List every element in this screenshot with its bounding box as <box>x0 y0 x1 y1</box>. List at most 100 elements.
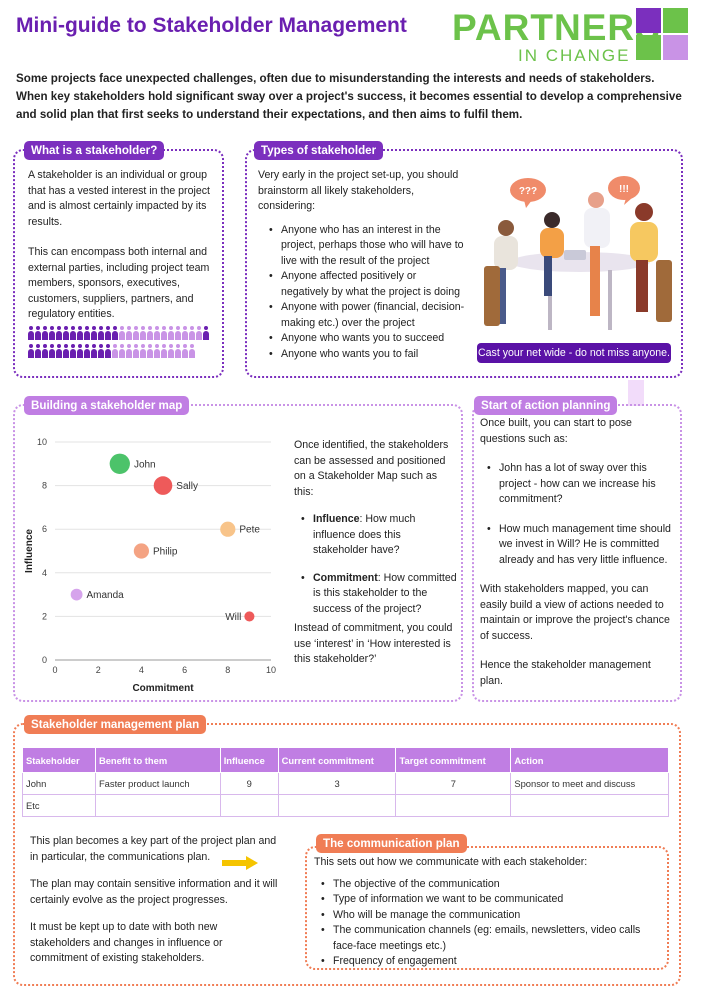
stakeholder-map-box <box>13 404 463 702</box>
bubble-question-text: ??? <box>519 186 537 197</box>
logo-square-1 <box>636 8 661 33</box>
x-tick-label: 10 <box>266 665 276 675</box>
types-lead: Very early in the project set-up, you sh… <box>258 169 459 212</box>
map-list: Influence: How much influence does this … <box>294 512 458 617</box>
data-point-philip <box>133 543 149 559</box>
person-icon <box>91 343 97 358</box>
data-point-pete <box>220 521 236 537</box>
y-tick-label: 10 <box>37 437 47 447</box>
person-icon <box>154 343 160 358</box>
person-icon <box>84 326 90 340</box>
person-icon <box>182 343 188 358</box>
person-2-figure <box>540 212 564 296</box>
person-icon <box>56 343 62 358</box>
types-item: Anyone who wants you to succeed <box>268 331 466 347</box>
action-lead: Once built, you can start to pose questi… <box>480 417 632 445</box>
table-cell <box>94 794 221 817</box>
person-icon <box>49 326 55 340</box>
communication-plan-tag: The communication plan <box>316 834 467 853</box>
data-label: Amanda <box>87 590 125 601</box>
types-of-stakeholder-box <box>245 149 683 378</box>
y-tick-label: 6 <box>42 524 47 534</box>
table-row: John Faster product launch 9 3 7 Sponsor… <box>22 772 669 795</box>
comm-item: The objective of the communication <box>320 877 664 893</box>
types-list: Anyone who has an interest in the projec… <box>258 223 466 363</box>
types-text: Very early in the project set-up, you sh… <box>258 168 466 362</box>
person-icon <box>35 326 41 340</box>
person-icon <box>28 326 34 340</box>
table-header-row: Stakeholder Benefit to them Influence Cu… <box>22 747 669 773</box>
person-icon <box>112 343 118 358</box>
plan-paragraph-2: The plan may contain sensitive informati… <box>30 878 278 906</box>
types-item: Anyone affected positively or negatively… <box>268 269 466 300</box>
x-tick-label: 0 <box>52 665 57 675</box>
header-current-commitment: Current commitment <box>277 747 397 773</box>
person-icon <box>189 326 195 340</box>
comm-lead: This sets out how we communicate with ea… <box>314 856 588 868</box>
person-icon <box>119 326 125 340</box>
person-icon <box>98 326 104 340</box>
map-item-influence: Influence: How much influence does this … <box>300 512 458 559</box>
meeting-table <box>510 250 650 330</box>
header-influence: Influence <box>219 747 279 773</box>
person-icon <box>189 343 195 358</box>
management-plan-box <box>13 723 681 986</box>
person-icon <box>154 326 160 340</box>
person-icon <box>126 343 132 358</box>
person-3-figure <box>584 192 610 316</box>
intro-paragraph: Some projects face unexpected challenges… <box>16 72 682 121</box>
management-plan-table: Stakeholder Benefit to them Influence Cu… <box>22 747 669 817</box>
header-stakeholder: Stakeholder <box>22 747 96 773</box>
table-cell <box>395 794 512 817</box>
plan-paragraph-3: It must be kept up to date with both new… <box>30 921 223 964</box>
header-benefit: Benefit to them <box>94 747 221 773</box>
data-label: Sally <box>176 481 198 492</box>
map-item-commitment: Commitment: How committed is this stakeh… <box>300 571 458 618</box>
person-icon <box>126 326 132 340</box>
what-paragraph-1: A stakeholder is an individual or group … <box>28 169 210 228</box>
section-connector <box>628 380 644 406</box>
person-1-figure <box>484 220 518 326</box>
map-item-influence-bold: Influence <box>313 513 360 525</box>
cast-net-wide-banner: Cast your net wide - do not miss anyone. <box>477 343 671 363</box>
person-icon <box>182 326 188 340</box>
person-icon <box>91 326 97 340</box>
data-label: Will <box>225 612 241 623</box>
speech-bubble-question: ??? <box>510 178 546 208</box>
header-target-commitment: Target commitment <box>395 747 512 773</box>
table-cell: 3 <box>277 772 397 795</box>
map-item-commitment-rest: : How committed is this stakeholder to t… <box>313 571 457 615</box>
action-planning-text: Once built, you can start to pose questi… <box>480 416 676 704</box>
person-icon <box>168 343 174 358</box>
person-icon <box>168 326 174 340</box>
person-icon <box>70 343 76 358</box>
types-item: Anyone who has an interest in the projec… <box>268 223 466 270</box>
person-icon <box>105 343 111 358</box>
table-cell: John <box>22 772 96 795</box>
table-cell <box>219 794 279 817</box>
person-icon <box>105 326 111 340</box>
person-icon <box>133 326 139 340</box>
person-icon <box>56 326 62 340</box>
bubble-exclamation-text: !!! <box>619 184 629 195</box>
map-text-1: Once identified, the stakeholders can be… <box>294 439 449 498</box>
person-icon <box>133 343 139 358</box>
person-icon <box>147 343 153 358</box>
speech-bubble-exclamation: !!! <box>608 176 640 205</box>
data-point-will <box>244 611 255 622</box>
right-arrow-icon <box>222 856 258 870</box>
action-paragraph-2: With stakeholders mapped, you can easily… <box>480 583 670 642</box>
data-point-sally <box>153 476 173 495</box>
person-icon <box>175 343 181 358</box>
person-icon <box>98 343 104 358</box>
y-tick-label: 8 <box>42 481 47 491</box>
person-icon <box>63 343 69 358</box>
logo-square-3 <box>636 35 661 60</box>
person-icon <box>203 326 209 340</box>
action-planning-tag: Start of action planning <box>474 396 618 415</box>
meeting-illustration: ??? !!! <box>484 176 672 330</box>
comm-item: Who will be manage the communication <box>320 908 664 924</box>
action-question-2: How much management time should we inves… <box>486 522 676 569</box>
table-cell: Faster product launch <box>94 772 221 795</box>
